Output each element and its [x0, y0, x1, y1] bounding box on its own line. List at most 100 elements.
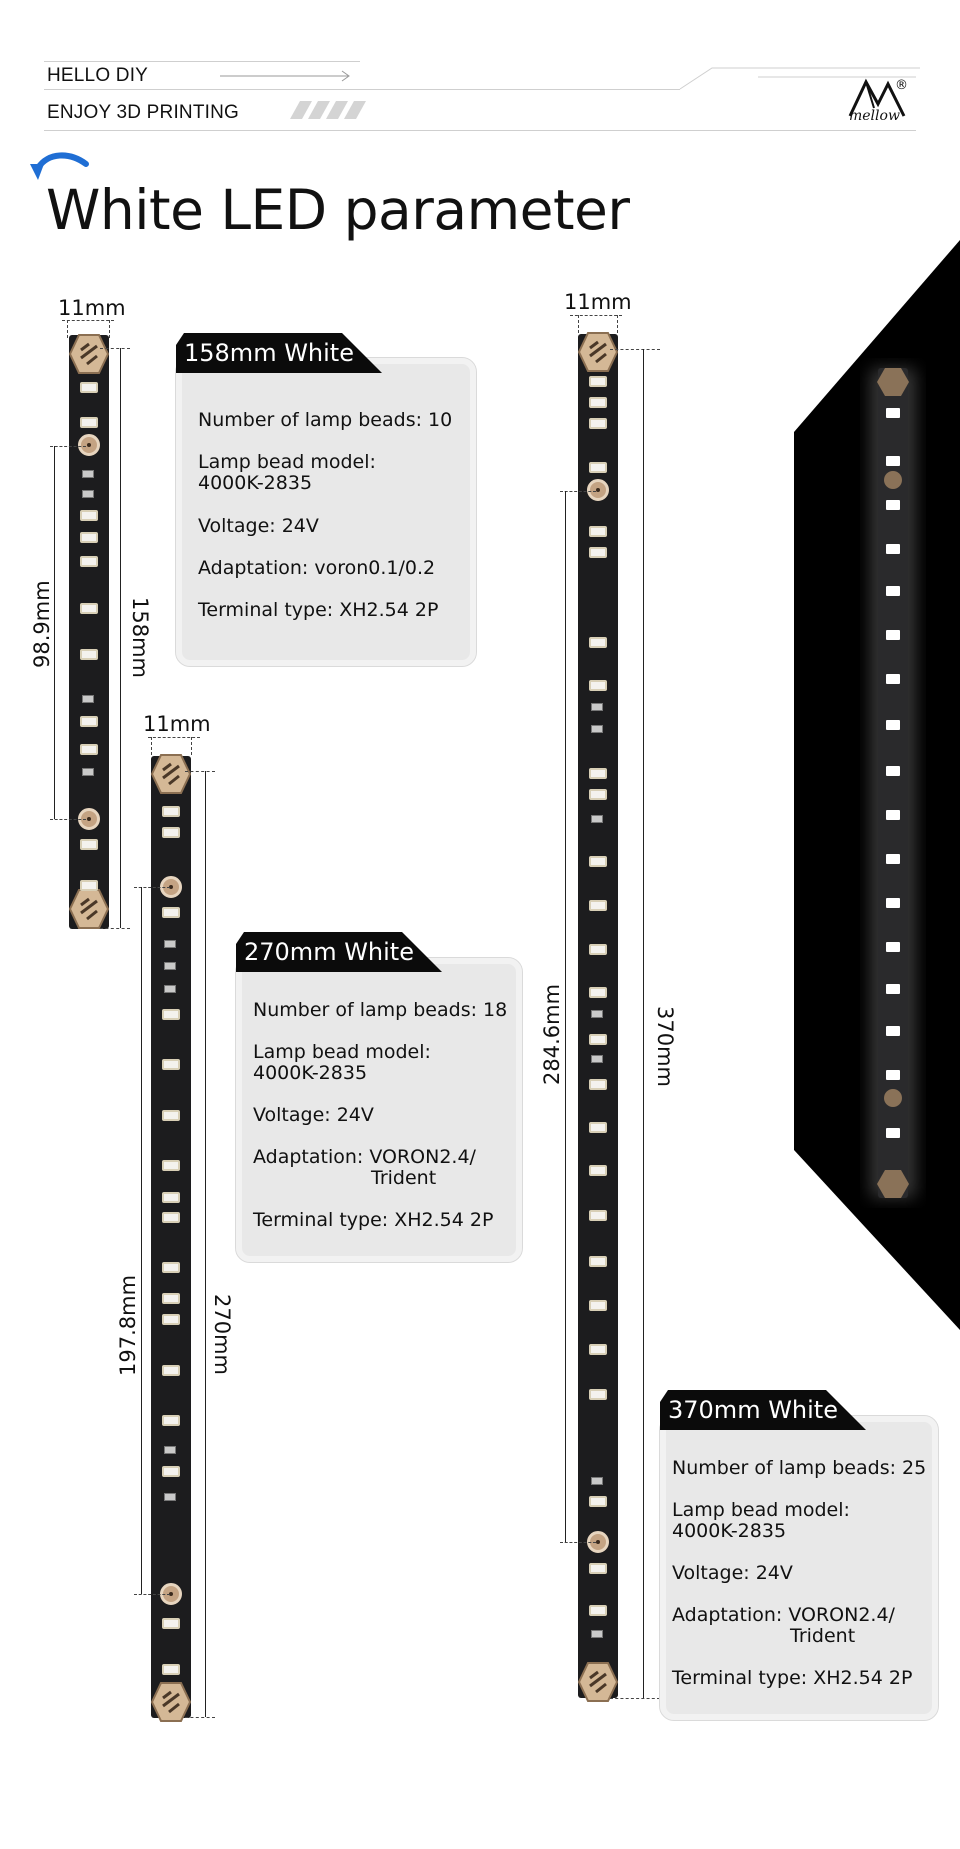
length-dim-tick-bottom — [185, 1717, 215, 1718]
brand-wordmark: mellow — [849, 108, 900, 124]
led-bead — [589, 680, 607, 691]
hatch-stripes-icon — [290, 101, 366, 119]
led-bead — [80, 744, 98, 755]
resistor — [164, 1446, 176, 1454]
led-bead — [162, 806, 180, 817]
strip-width-label: 11mm — [58, 296, 126, 320]
width-dimension-line — [148, 737, 200, 738]
hole-spacing-label: 197.8mm — [116, 1274, 140, 1376]
led-bead — [589, 1605, 607, 1616]
led-bead — [80, 603, 98, 614]
spec-card-tag: 158mm White — [176, 333, 382, 373]
spec-adaptation: Adaptation: VORON2.4/ — [672, 1604, 895, 1626]
resistor — [591, 725, 603, 733]
spec-adaptation-cont: Trident — [790, 1625, 856, 1647]
header-rule-step — [679, 67, 920, 90]
led-bead — [80, 417, 98, 428]
led-bead — [162, 827, 180, 838]
hole-dim-tick-top — [50, 446, 86, 447]
width-dimension-line — [570, 315, 622, 316]
led-bead — [589, 1496, 607, 1507]
hole-dimension-line — [141, 887, 142, 1594]
hole-dim-tick-top — [560, 491, 596, 492]
strip-end-cap-icon — [69, 334, 109, 374]
header-rule-top — [44, 61, 360, 62]
led-bead — [162, 1192, 180, 1203]
hole-dimension-line — [565, 491, 566, 1542]
spec-voltage: Voltage: 24V — [198, 515, 319, 537]
length-dimension-line — [120, 348, 121, 928]
spec-model-value: 4000K-2835 — [672, 1520, 787, 1542]
led-bead — [162, 1664, 180, 1675]
led-bead — [589, 1122, 607, 1133]
led-bead — [589, 1034, 607, 1045]
mounting-hole — [78, 434, 100, 456]
led-bead — [162, 907, 180, 918]
led-bead — [162, 1618, 180, 1629]
led-bead — [162, 1059, 180, 1070]
led-bead — [162, 1314, 180, 1325]
strip-end-cap-icon — [578, 1662, 618, 1702]
resistor — [164, 962, 176, 970]
hole-spacing-label: 98.9mm — [30, 580, 54, 668]
spec-model-value: 4000K-2835 — [198, 472, 313, 494]
spec-terminal: Terminal type: XH2.54 2P — [198, 599, 439, 621]
led-bead — [589, 526, 607, 537]
led-bead — [80, 532, 98, 543]
spec-adaptation-cont: Trident — [371, 1167, 437, 1189]
led-bead — [162, 1009, 180, 1020]
led-bead — [162, 1293, 180, 1304]
length-dimension-line — [643, 349, 644, 1698]
led-bead — [589, 1079, 607, 1090]
strip-end-cap-icon — [69, 889, 109, 929]
width-tick-left — [67, 320, 68, 338]
page-title: White LED parameter — [46, 178, 630, 242]
length-dim-tick-top — [185, 771, 215, 772]
length-dim-tick-bottom — [100, 928, 130, 929]
header-line-2: ENJOY 3D PRINTING — [47, 102, 240, 123]
resistor — [164, 1493, 176, 1501]
strip-width-label: 11mm — [564, 290, 632, 314]
led-bead — [589, 1165, 607, 1176]
resistor — [591, 815, 603, 823]
spec-card-body — [175, 357, 477, 667]
resistor — [591, 1055, 603, 1063]
led-bead — [80, 649, 98, 660]
led-bead — [589, 1256, 607, 1267]
lit-led-strip-image — [870, 368, 916, 1198]
led-bead — [589, 1300, 607, 1311]
led-bead — [162, 1110, 180, 1121]
spec-terminal: Terminal type: XH2.54 2P — [672, 1667, 913, 1689]
resistor — [591, 703, 603, 711]
strip-end-cap-icon — [151, 754, 191, 794]
header-rule-bottom — [44, 130, 916, 131]
hole-spacing-label: 284.6mm — [540, 983, 564, 1085]
resistor — [164, 985, 176, 993]
width-tick-left — [578, 315, 579, 333]
strip-length-label: 270mm — [210, 1294, 234, 1375]
arrow-right-icon — [220, 70, 350, 82]
hole-dim-tick-bottom — [560, 1542, 596, 1543]
spec-card-body — [235, 957, 523, 1263]
resistor — [82, 470, 94, 478]
length-dim-tick-bottom — [610, 1698, 660, 1699]
led-bead — [589, 856, 607, 867]
hole-dim-tick-top — [134, 887, 170, 888]
spec-terminal: Terminal type: XH2.54 2P — [253, 1209, 494, 1231]
led-bead — [162, 1415, 180, 1426]
resistor — [591, 1630, 603, 1638]
width-tick-right — [191, 737, 192, 755]
spec-beads: Number of lamp beads: 18 — [253, 999, 508, 1021]
length-dimension-line — [205, 771, 206, 1717]
led-bead — [589, 944, 607, 955]
strip-length-label: 370mm — [653, 1006, 677, 1087]
spec-beads: Number of lamp beads: 10 — [198, 409, 453, 431]
registered-mark: ® — [895, 78, 908, 93]
width-tick-right — [617, 315, 618, 333]
width-tick-right — [109, 320, 110, 338]
led-bead — [589, 637, 607, 648]
led-bead — [589, 547, 607, 558]
led-bead — [589, 900, 607, 911]
mellow-logo-icon — [848, 78, 906, 117]
spec-card-tag: 370mm White — [660, 1390, 866, 1430]
